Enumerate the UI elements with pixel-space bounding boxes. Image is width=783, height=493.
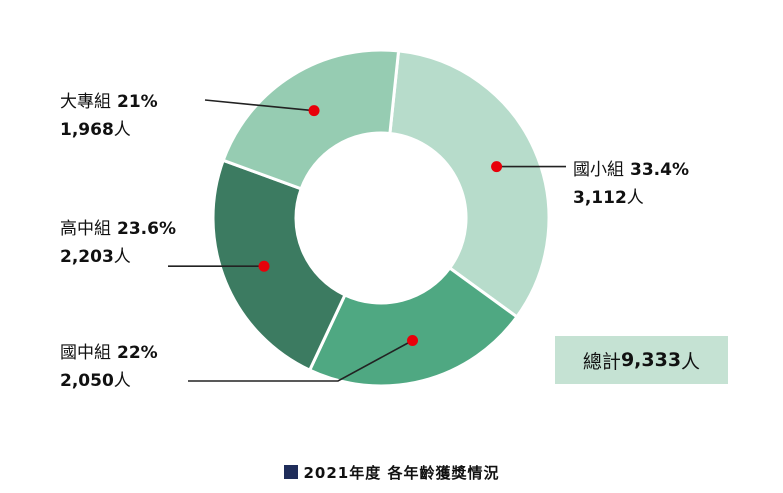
slice-name: 國中組 (60, 343, 111, 363)
marker-dot-college (308, 105, 320, 117)
slice-unit: 人 (113, 371, 131, 391)
leader-line-college (204, 99, 315, 112)
leader-line-junior-high (188, 339, 413, 382)
leader-lines-layer (168, 99, 566, 382)
donut-slice-college (221, 48, 401, 191)
slice-percent: 33.4% (630, 160, 689, 180)
slice-label-junior-high: 國中組 22% 2,050人 (60, 339, 158, 395)
marker-dot-elementary (491, 161, 503, 173)
total-label: 總計 (582, 350, 621, 373)
slice-percent: 23.6% (117, 219, 176, 239)
slice-name: 國小組 (573, 160, 624, 180)
total-value: 9,333 (620, 349, 682, 371)
donut-slice-junior-high (307, 265, 519, 388)
slice-name: 大專組 (60, 92, 111, 112)
slice-label-elementary: 國小組 33.4% 3,112人 (573, 156, 689, 212)
total-unit: 人 (681, 350, 701, 373)
slice-count: 2,050 (60, 371, 114, 391)
chart-caption: 2021年度 各年齡獲獎情況 (0, 462, 783, 483)
slice-percent: 22% (117, 343, 158, 363)
slice-name: 高中組 (60, 219, 111, 239)
slice-count: 3,112 (573, 188, 627, 208)
markers-layer (258, 105, 503, 347)
marker-dot-senior-high (258, 260, 270, 272)
slice-percent: 21% (117, 92, 158, 112)
slice-label-college: 大專組 21% 1,968人 (60, 88, 158, 144)
slice-unit: 人 (113, 247, 131, 267)
slice-label-senior-high: 高中組 23.6% 2,203人 (60, 215, 176, 271)
slice-unit: 人 (626, 188, 644, 208)
caption-square-icon (283, 465, 298, 479)
slice-unit: 人 (113, 120, 131, 140)
donut-slice-senior-high (211, 158, 347, 373)
marker-dot-junior-high (407, 335, 419, 347)
donut-slice-elementary (388, 49, 551, 319)
slice-count: 2,203 (60, 247, 114, 267)
slices-layer (211, 48, 551, 388)
caption-text: 2021年度 各年齡獲獎情況 (303, 464, 500, 482)
slice-count: 1,968 (60, 120, 114, 140)
